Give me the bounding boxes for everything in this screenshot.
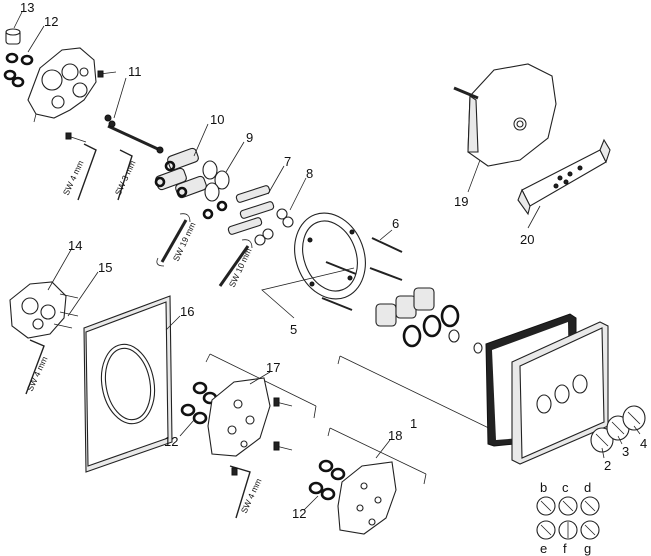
rough-in-box-part-19 [453, 63, 557, 167]
valve-body-housing [27, 47, 97, 123]
spindles-part-7 [227, 185, 275, 235]
label-8: 8 [306, 166, 313, 181]
label-3: 3 [622, 444, 629, 459]
label-10: 10 [210, 112, 224, 127]
label-5: 5 [290, 322, 297, 337]
label-6: 6 [392, 216, 399, 231]
variant-c: c [562, 480, 569, 495]
label-12-top: 12 [44, 14, 58, 29]
wrench-10mm [218, 239, 253, 287]
allen-key-6 [229, 465, 251, 519]
label-18: 18 [388, 428, 402, 443]
cartridges-part-9 [202, 160, 230, 220]
variant-g: g [584, 541, 591, 556]
allen-key-5 [25, 339, 45, 395]
mounting-bracket-part-20 [517, 138, 611, 216]
variant-b: b [540, 480, 547, 495]
allen-key-2 [117, 149, 133, 201]
variant-d: d [584, 480, 591, 495]
tool-label-sw4-mid: SW 4 mm [25, 355, 50, 393]
mounting-plate-part-18 [337, 461, 397, 535]
spindle-part-11 [104, 114, 164, 154]
label-17: 17 [266, 360, 280, 375]
variant-f: f [563, 541, 567, 556]
bracket-group-frame-18 [327, 427, 427, 485]
tool-label-sw10: SW 10 mm [227, 247, 254, 289]
cartridges-part-10 [154, 147, 207, 199]
label-4: 4 [640, 436, 647, 451]
screws-part-6 [321, 237, 403, 311]
screws-part-17 [273, 397, 293, 451]
label-15: 15 [98, 260, 112, 275]
screw-small-top [97, 70, 117, 78]
label-13: 13 [20, 0, 34, 15]
label-1: 1 [410, 416, 417, 431]
label-16: 16 [180, 304, 194, 319]
label-11: 11 [128, 64, 142, 79]
bolts-left [65, 132, 87, 143]
cap-part-13 [5, 28, 21, 45]
trim-plate-part-1 [511, 321, 609, 465]
label-19: 19 [454, 194, 468, 209]
label-12-bottom: 12 [292, 506, 306, 521]
o-rings-part-12-bottom [308, 459, 346, 501]
label-20: 20 [520, 232, 534, 247]
label-2: 2 [604, 458, 611, 473]
washers-part-8 [254, 208, 294, 246]
variant-e: e [540, 541, 547, 556]
adapter-rings [375, 287, 483, 354]
valve-body-part-14 [9, 281, 67, 339]
label-9: 9 [246, 130, 253, 145]
wrench-19mm [156, 213, 191, 267]
label-12-mid: 12 [164, 434, 178, 449]
label-14: 14 [68, 238, 82, 253]
handle-variants-grid [536, 496, 600, 540]
leader-lines [13, 11, 641, 511]
mounting-plate-part-17 [207, 377, 271, 457]
tool-label-sw3: SW 3 mm [113, 159, 138, 197]
plaster-guard-part-16 [83, 295, 173, 473]
allen-key-1 [77, 143, 97, 201]
mounting-ring-part-5 [294, 212, 366, 300]
handles-parts-2-3-4 [590, 405, 646, 453]
label-7: 7 [284, 154, 291, 169]
o-rings-part-12-top [3, 52, 34, 88]
